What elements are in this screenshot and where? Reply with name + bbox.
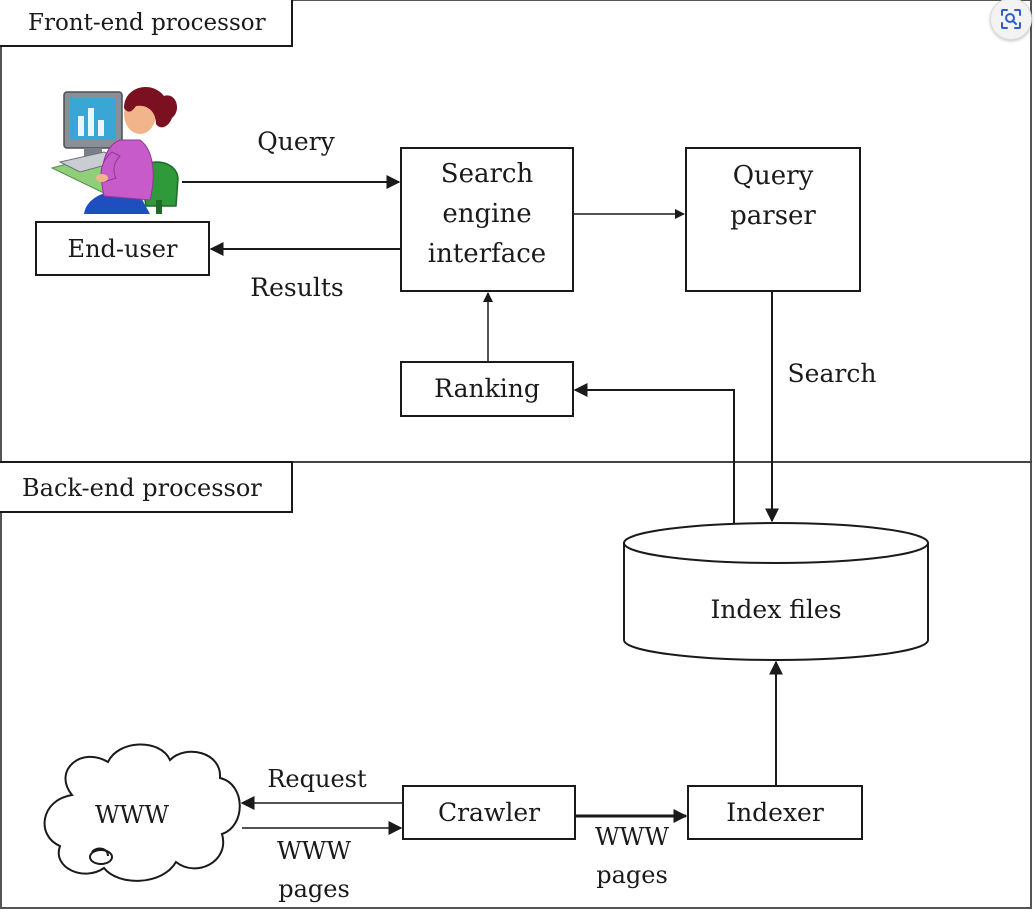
front-end-label: Front-end processor <box>28 10 266 36</box>
search-engine-interface-label: Search engine interface <box>427 159 547 269</box>
indexer-box <box>687 785 863 840</box>
indexer-label: Indexer <box>726 797 824 827</box>
back-end-label-box <box>0 461 293 513</box>
index-files-label: Index files <box>710 595 842 624</box>
request-edge-label: Request <box>267 765 367 793</box>
www-pages-left-label: WWW pages <box>276 837 351 903</box>
index-files-cylinder <box>623 522 929 661</box>
end-user-box <box>35 221 210 276</box>
www-cloud <box>43 743 241 882</box>
query-edge-label: Query <box>257 127 335 156</box>
front-end-label-box <box>0 0 293 47</box>
visual-search-icon <box>1001 9 1021 29</box>
visual-search-button[interactable] <box>990 0 1032 40</box>
results-edge-label: Results <box>250 273 344 302</box>
crawler-label: Crawler <box>437 797 541 827</box>
back-end-label: Back-end processor <box>22 474 262 502</box>
ranking-label: Ranking <box>434 374 540 403</box>
end-user-label: End-user <box>67 234 178 263</box>
crawler-box <box>402 785 576 840</box>
ranking-box <box>400 361 574 417</box>
search-engine-interface-box <box>400 147 574 292</box>
www-pages-right-label: WWW pages <box>594 823 669 889</box>
query-parser-label: Query parser <box>730 161 816 231</box>
index-to-ranking-arrow <box>573 383 735 524</box>
www-label: WWW <box>94 801 169 829</box>
person-at-computer-icon <box>50 86 179 214</box>
query-parser-box <box>685 147 861 292</box>
search-edge-label: Search <box>787 359 877 388</box>
